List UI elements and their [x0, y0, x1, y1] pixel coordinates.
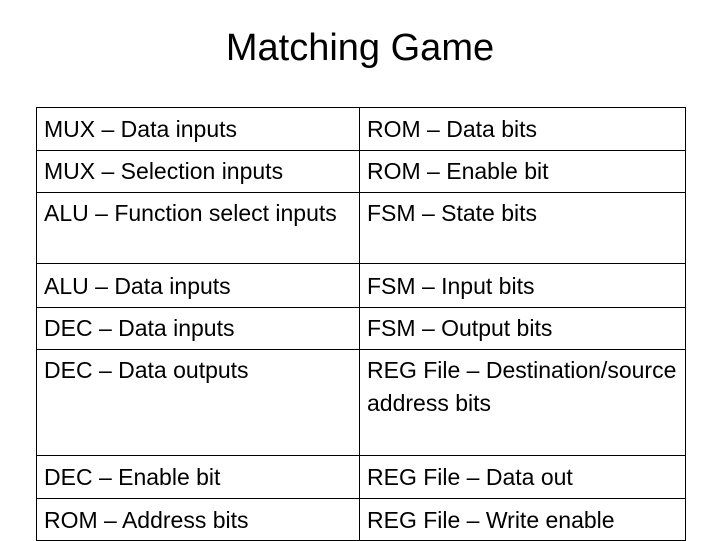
right-item: FSM – State bits	[367, 200, 538, 226]
right-cell: REG File – Destination/source address bi…	[359, 349, 686, 456]
right-cell: ROM – Data bits	[359, 107, 686, 151]
left-item: MUX – Selection inputs	[44, 158, 284, 184]
right-item: REG File – Destination/source address bi…	[367, 357, 677, 416]
right-cell: ROM – Enable bit	[359, 150, 686, 193]
left-cell: MUX – Selection inputs	[36, 150, 360, 193]
left-cell: ROM – Address bits	[36, 498, 360, 541]
right-item: ROM – Enable bit	[367, 158, 549, 184]
right-cell: REG File – Data out	[359, 455, 686, 499]
right-item: REG File – Data out	[367, 464, 573, 490]
left-item: ALU – Function select inputs	[44, 200, 337, 226]
table-row: ROM – Address bits REG File – Write enab…	[36, 498, 686, 541]
left-cell: MUX – Data inputs	[36, 107, 360, 151]
left-item: DEC – Enable bit	[44, 464, 221, 490]
left-item: ROM – Address bits	[44, 507, 249, 533]
table-row: ALU – Data inputs FSM – Input bits	[36, 263, 686, 308]
left-cell: ALU – Data inputs	[36, 263, 360, 308]
left-cell: ALU – Function select inputs	[36, 192, 360, 264]
matching-table: MUX – Data inputs ROM – Data bits MUX – …	[36, 107, 686, 541]
table-row: MUX – Selection inputs ROM – Enable bit	[36, 150, 686, 193]
left-item: ALU – Data inputs	[44, 273, 231, 299]
left-item: DEC – Data outputs	[44, 357, 249, 383]
left-cell: DEC – Data inputs	[36, 307, 360, 350]
right-item: FSM – Input bits	[367, 273, 535, 299]
table-row: DEC – Data inputs FSM – Output bits	[36, 307, 686, 350]
right-cell: FSM – Input bits	[359, 263, 686, 308]
left-cell: DEC – Enable bit	[36, 455, 360, 499]
right-cell: FSM – Output bits	[359, 307, 686, 350]
right-item: REG File – Write enable	[367, 507, 615, 533]
right-item: FSM – Output bits	[367, 315, 553, 341]
page-title: Matching Game	[225, 27, 495, 69]
right-cell: FSM – State bits	[359, 192, 686, 264]
table-row: MUX – Data inputs ROM – Data bits	[36, 107, 686, 151]
right-item: ROM – Data bits	[367, 116, 537, 142]
left-cell: DEC – Data outputs	[36, 349, 360, 456]
table-row: ALU – Function select inputs FSM – State…	[36, 192, 686, 264]
right-cell: REG File – Write enable	[359, 498, 686, 541]
left-item: MUX – Data inputs	[44, 116, 238, 142]
left-item: DEC – Data inputs	[44, 315, 235, 341]
table-row: DEC – Enable bit REG File – Data out	[36, 455, 686, 499]
table-row: DEC – Data outputs REG File – Destinatio…	[36, 349, 686, 456]
